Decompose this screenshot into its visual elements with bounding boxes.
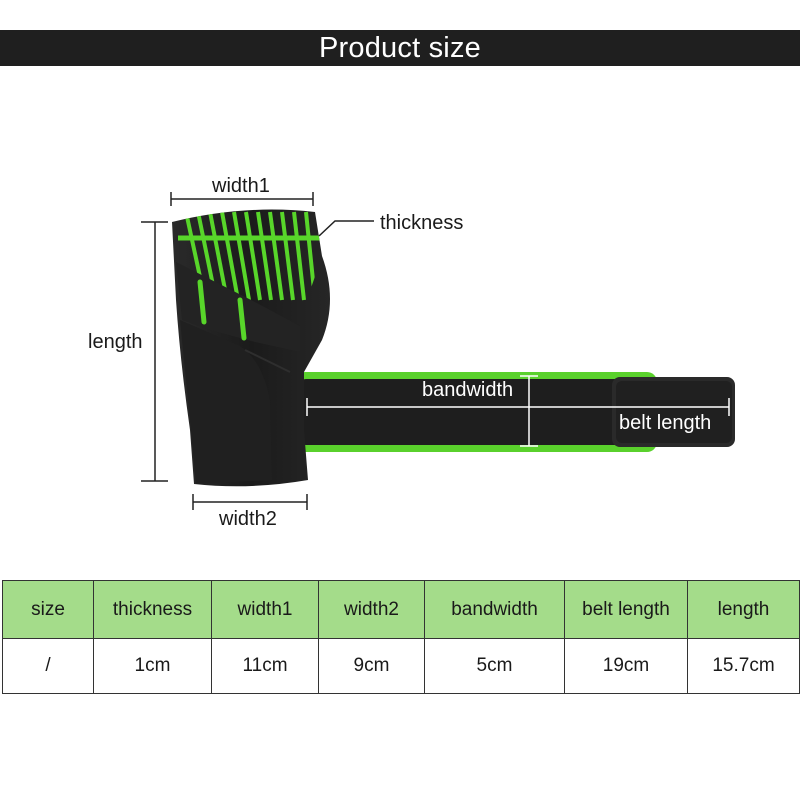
wrist-brace-illustration bbox=[141, 192, 735, 510]
bandwidth-label: bandwidth bbox=[422, 379, 514, 401]
width1-label: width1 bbox=[212, 175, 270, 197]
cell-bandwidth: 5cm bbox=[424, 638, 565, 694]
header-length: length bbox=[687, 580, 800, 639]
table-row: / 1cm 11cm 9cm 5cm 19cm 15.7cm bbox=[2, 638, 800, 694]
dimension-lines bbox=[141, 192, 374, 510]
cell-thickness: 1cm bbox=[93, 638, 212, 694]
sleeve bbox=[172, 209, 330, 487]
banner-title: Product size bbox=[319, 32, 481, 64]
cell-size: / bbox=[2, 638, 94, 694]
header-thickness: thickness bbox=[93, 580, 212, 639]
header-width1: width1 bbox=[211, 580, 319, 639]
cell-width2: 9cm bbox=[318, 638, 425, 694]
strap-dimension-lines bbox=[306, 375, 730, 447]
size-table: size thickness width1 width2 bandwidth b… bbox=[2, 580, 800, 694]
strap bbox=[295, 372, 735, 452]
cell-length: 15.7cm bbox=[687, 638, 800, 694]
header-width2: width2 bbox=[318, 580, 425, 639]
cell-width1: 11cm bbox=[211, 638, 319, 694]
header-bandwidth: bandwidth bbox=[424, 580, 565, 639]
product-diagram: width1 thickness length bandwidth belt l… bbox=[88, 175, 735, 530]
product-size-banner: Product size bbox=[0, 30, 800, 66]
length-label: length bbox=[88, 331, 143, 353]
cell-belt-length: 19cm bbox=[564, 638, 688, 694]
header-belt-length: belt length bbox=[564, 580, 688, 639]
header-size: size bbox=[2, 580, 94, 639]
belt-length-label: belt length bbox=[619, 412, 712, 434]
table-header-row: size thickness width1 width2 bandwidth b… bbox=[2, 580, 800, 639]
width2-label: width2 bbox=[219, 508, 277, 530]
thickness-label: thickness bbox=[380, 212, 464, 234]
